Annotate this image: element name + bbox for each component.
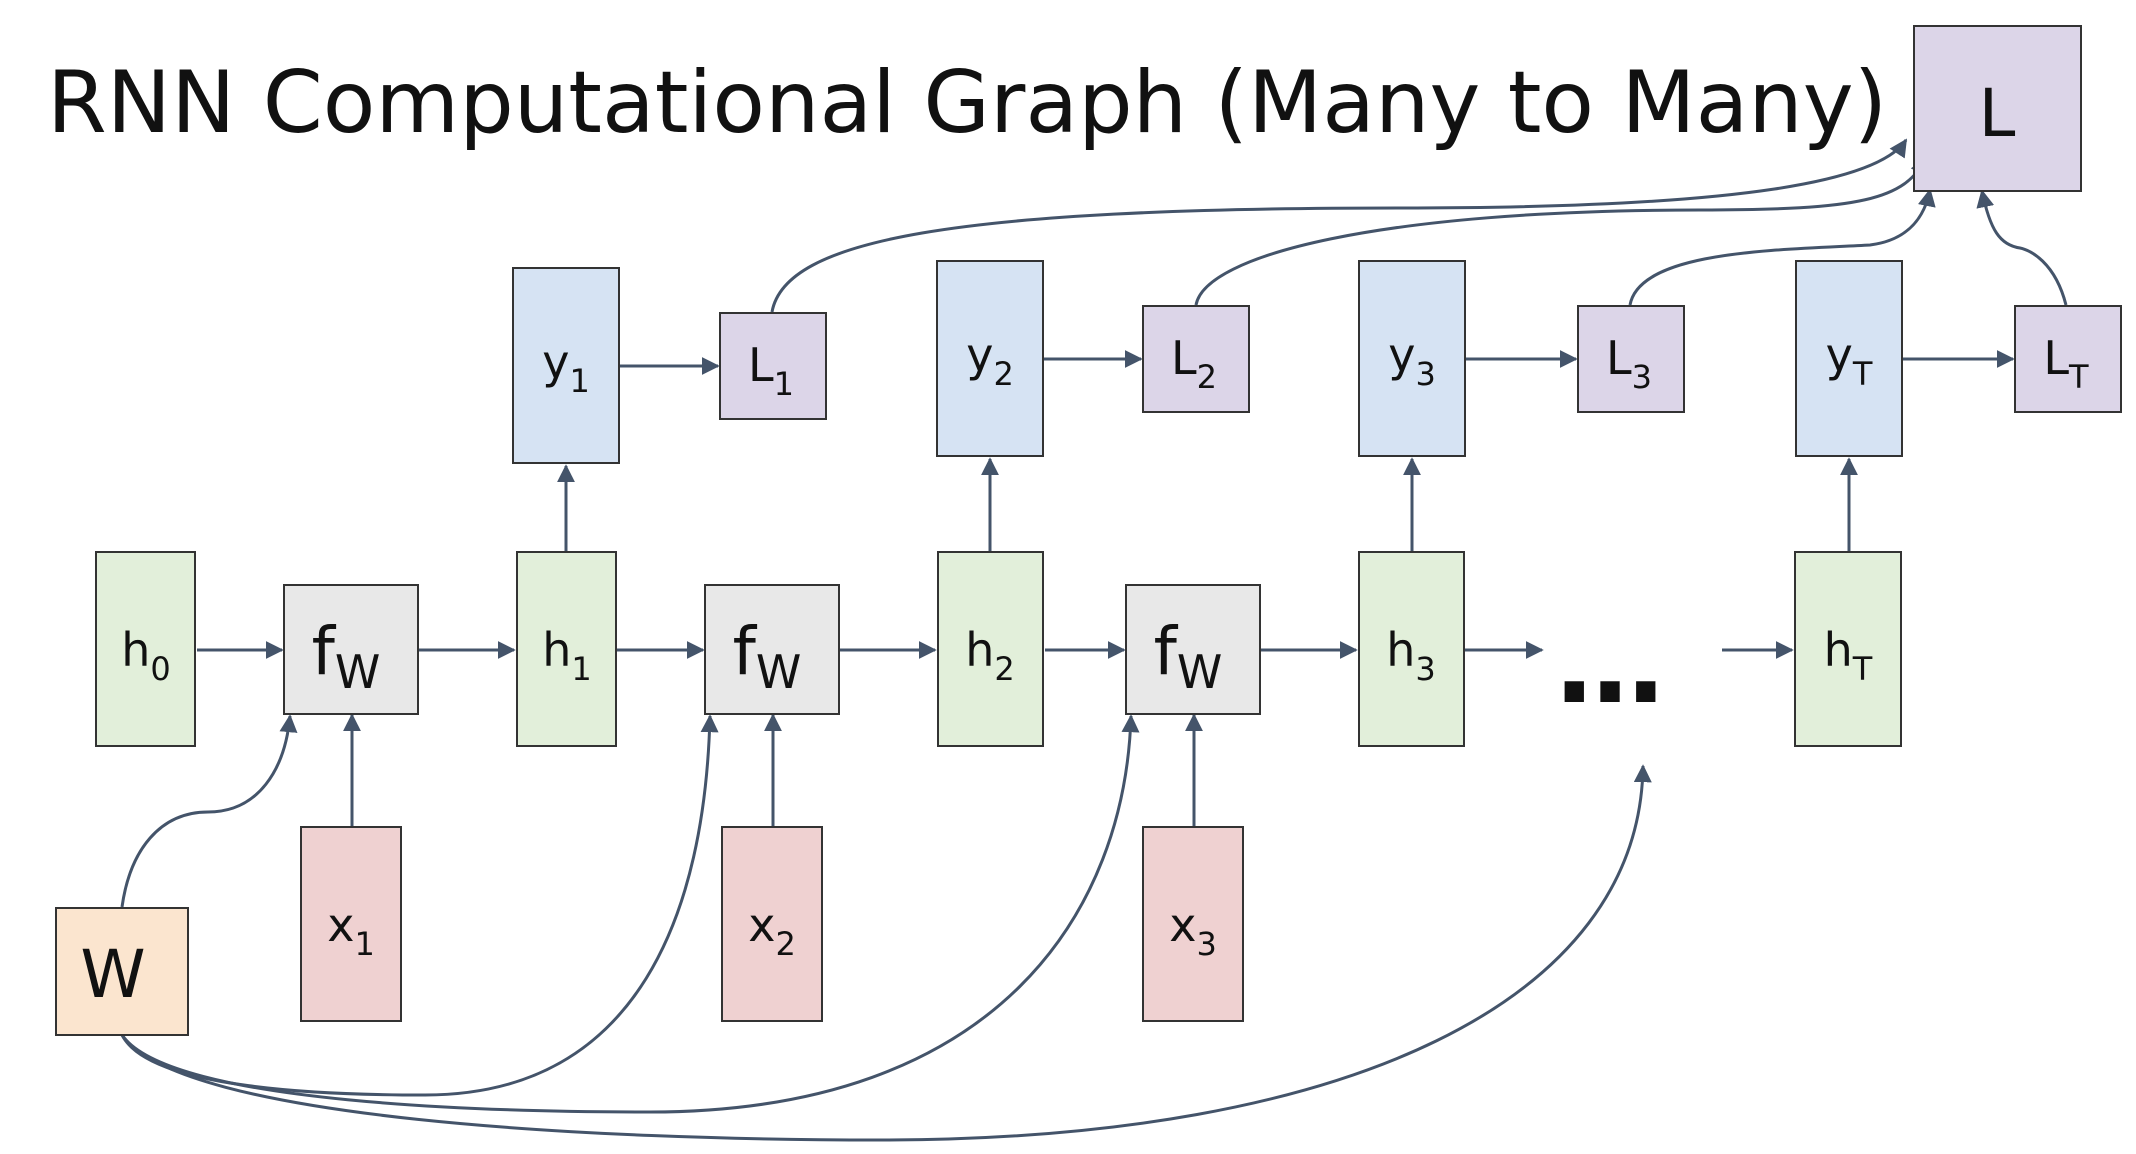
hidden-label-hT: hT xyxy=(1824,623,1873,688)
recurrent-function-fw2: fW xyxy=(704,584,840,715)
weight-node: W xyxy=(55,907,189,1036)
output-y2: y2 xyxy=(936,260,1044,457)
output-y1: y1 xyxy=(512,267,620,464)
hidden-box-hT xyxy=(1794,551,1902,747)
input-box-x3 xyxy=(1142,826,1244,1022)
hidden-label-h1: h1 xyxy=(542,623,592,688)
hidden-box-h0 xyxy=(95,551,196,747)
input-box-x2 xyxy=(721,826,823,1022)
step-loss-box-L2 xyxy=(1142,305,1250,413)
hidden-state-h0: h0 xyxy=(95,551,196,747)
input-label-x3: x3 xyxy=(1169,898,1217,963)
weight-box xyxy=(55,907,189,1036)
output-label-y3: y3 xyxy=(1388,328,1436,393)
step-loss-label-L3: L3 xyxy=(1606,331,1652,396)
step-loss-L2: L2 xyxy=(1142,305,1250,413)
step-loss-L1: L1 xyxy=(719,312,827,420)
input-label-x1: x1 xyxy=(327,898,375,963)
weight-label: W xyxy=(80,936,145,1013)
step-loss-box-LT xyxy=(2014,305,2122,413)
edge-W-fw1 xyxy=(120,714,298,908)
output-box-y2 xyxy=(936,260,1044,457)
input-x3: x3 xyxy=(1142,826,1244,1022)
fw-box-2 xyxy=(704,584,840,715)
input-x1: x1 xyxy=(300,826,402,1022)
hidden-state-hT: hT xyxy=(1794,551,1902,747)
output-box-y1 xyxy=(512,267,620,464)
edge-W-fw2 xyxy=(120,714,719,1097)
fw-label-2: fW xyxy=(733,613,802,699)
recurrent-function-fw3: fW xyxy=(1125,584,1261,715)
edge-W-fw3 xyxy=(120,714,1140,1114)
total-loss-node: L xyxy=(1913,25,2082,192)
step-loss-L3: L3 xyxy=(1577,305,1685,413)
output-box-yT xyxy=(1795,260,1903,457)
step-loss-LT: LT xyxy=(2014,305,2122,413)
total-loss-box xyxy=(1913,25,2082,192)
edge-LT-L xyxy=(1976,189,2068,306)
step-loss-box-L1 xyxy=(719,312,827,420)
hidden-label-h3: h3 xyxy=(1386,623,1436,688)
output-box-y3 xyxy=(1358,260,1466,457)
hidden-label-h2: h2 xyxy=(965,623,1015,688)
edge-L3-L xyxy=(1628,188,1936,306)
hidden-box-h2 xyxy=(937,551,1044,747)
edge-L2-L xyxy=(1194,156,1928,306)
output-label-y1: y1 xyxy=(542,335,590,400)
input-x2: x2 xyxy=(721,826,823,1022)
edge-W-ellipsis xyxy=(120,764,1652,1142)
page-title: RNN Computational Graph (Many to Many) xyxy=(47,53,1887,153)
step-loss-label-L2: L2 xyxy=(1171,331,1217,396)
step-loss-label-LT: LT xyxy=(2043,331,2089,396)
input-box-x1 xyxy=(300,826,402,1022)
hidden-label-h0: h0 xyxy=(121,623,171,688)
fw-label-3: fW xyxy=(1154,613,1223,699)
fw-box-3 xyxy=(1125,584,1261,715)
hidden-state-h1: h1 xyxy=(516,551,617,747)
output-label-y2: y2 xyxy=(966,328,1014,393)
hidden-state-h3: h3 xyxy=(1358,551,1465,747)
output-yT: yT xyxy=(1795,260,1903,457)
ellipsis: ... xyxy=(1553,600,1660,728)
step-loss-box-L3 xyxy=(1577,305,1685,413)
edges xyxy=(120,138,2068,1142)
output-label-yT: yT xyxy=(1826,328,1873,393)
hidden-box-h1 xyxy=(516,551,617,747)
hidden-box-h3 xyxy=(1358,551,1465,747)
recurrent-function-fw1: fW xyxy=(283,584,419,715)
total-loss-label: L xyxy=(1979,75,2016,152)
fw-label-1: fW xyxy=(312,613,381,699)
input-label-x2: x2 xyxy=(748,898,796,963)
output-y3: y3 xyxy=(1358,260,1466,457)
step-loss-label-L1: L1 xyxy=(748,338,794,403)
edge-L1-L xyxy=(770,138,1908,313)
hidden-state-h2: h2 xyxy=(937,551,1044,747)
fw-box-1 xyxy=(283,584,419,715)
